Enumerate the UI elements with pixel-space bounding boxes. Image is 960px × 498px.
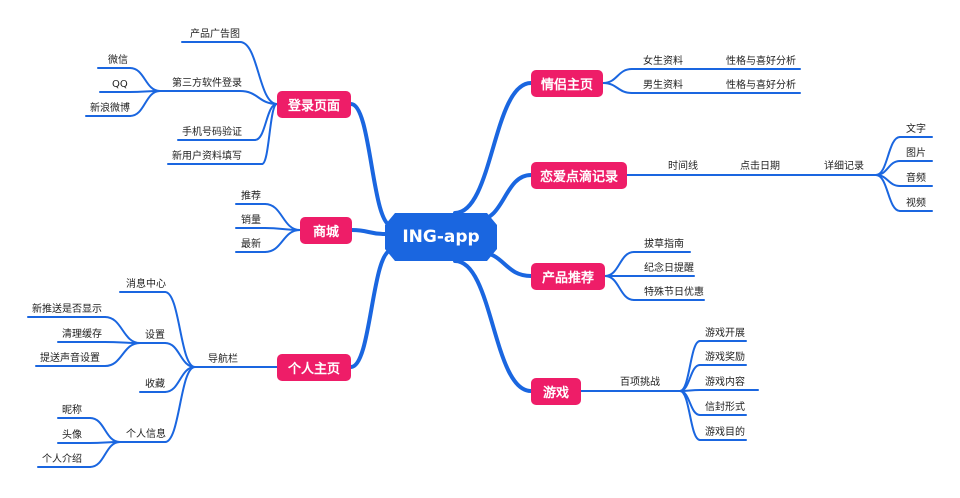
node-game-content[interactable]: 游戏内容 — [705, 377, 745, 388]
node-nickname[interactable]: 昵称 — [62, 405, 82, 416]
node-hundred-challenges[interactable]: 百项挑战 — [620, 377, 660, 388]
node-anniversary-reminder[interactable]: 纪念日提醒 — [644, 263, 694, 274]
node-weibo[interactable]: 新浪微博 — [90, 103, 130, 114]
node-envelope-form[interactable]: 信封形式 — [705, 402, 745, 413]
node-avatar[interactable]: 头像 — [62, 430, 82, 441]
node-game-reward[interactable]: 游戏奖励 — [705, 352, 745, 363]
node-push-display[interactable]: 新推送是否显示 — [32, 304, 102, 315]
node-image[interactable]: 图片 — [906, 148, 926, 159]
node-shop-recommend[interactable]: 推荐 — [241, 191, 261, 202]
topic-love-record[interactable]: 恋爱点滴记录 — [531, 162, 627, 189]
connector — [89, 417, 121, 443]
node-wechat[interactable]: 微信 — [108, 55, 128, 66]
topic-game[interactable]: 游戏 — [531, 378, 581, 405]
node-holiday-offer[interactable]: 特殊节日优惠 — [644, 287, 704, 298]
topic-product-recommend[interactable]: 产品推荐 — [531, 263, 605, 290]
node-qq[interactable]: QQ — [112, 79, 128, 90]
node-settings[interactable]: 设置 — [145, 330, 165, 341]
connector — [164, 291, 196, 368]
topic-shop[interactable]: 商城 — [300, 217, 352, 244]
node-analysis-male[interactable]: 性格与喜好分析 — [726, 80, 796, 91]
node-shop-sales[interactable]: 销量 — [241, 215, 261, 226]
topic-couple-page[interactable]: 情侣主页 — [531, 70, 603, 97]
node-timeline[interactable]: 时间线 — [668, 161, 698, 172]
node-third-party-login[interactable]: 第三方软件登录 — [172, 78, 242, 89]
connector — [604, 275, 635, 301]
connector — [164, 366, 196, 443]
node-text[interactable]: 文字 — [906, 124, 926, 135]
node-new-user-info[interactable]: 新用户资料填写 — [172, 151, 242, 162]
node-female-profile[interactable]: 女生资料 — [643, 56, 683, 67]
connector — [875, 174, 901, 212]
node-phone-verify[interactable]: 手机号码验证 — [182, 127, 242, 138]
node-game-purpose[interactable]: 游戏目的 — [705, 427, 745, 438]
connector — [350, 228, 387, 236]
connector — [129, 67, 161, 92]
connector — [264, 203, 301, 231]
connector — [261, 103, 278, 165]
node-game-start[interactable]: 游戏开展 — [705, 328, 745, 339]
connector — [349, 102, 394, 228]
topic-login-page[interactable]: 登录页面 — [277, 91, 351, 118]
connector — [239, 41, 278, 105]
connector — [453, 81, 533, 215]
connector — [104, 342, 141, 367]
node-sound-settings[interactable]: 提送声音设置 — [40, 353, 100, 364]
node-video[interactable]: 视频 — [906, 198, 926, 209]
connector — [679, 390, 701, 441]
connector — [349, 248, 394, 369]
connector — [602, 68, 633, 84]
connector — [453, 259, 533, 393]
connector — [89, 441, 121, 468]
node-message-center[interactable]: 消息中心 — [126, 279, 166, 290]
node-buying-guide[interactable]: 拔草指南 — [644, 239, 684, 250]
node-analysis-female[interactable]: 性格与喜好分析 — [726, 56, 796, 67]
connector — [104, 316, 141, 344]
connector — [604, 251, 635, 277]
node-product-ad[interactable]: 产品广告图 — [190, 29, 240, 40]
node-male-profile[interactable]: 男生资料 — [643, 80, 683, 91]
topic-personal-page[interactable]: 个人主页 — [277, 354, 351, 381]
node-personal-info[interactable]: 个人信息 — [126, 429, 166, 440]
connector — [239, 90, 278, 105]
node-audio[interactable]: 音频 — [906, 173, 926, 184]
root-node-shape — [385, 213, 497, 261]
node-intro[interactable]: 个人介绍 — [42, 454, 82, 465]
connector — [164, 342, 196, 368]
connector — [264, 229, 301, 253]
node-shop-newest[interactable]: 最新 — [241, 239, 261, 250]
node-detailed-record[interactable]: 详细记录 — [824, 161, 864, 172]
root-node[interactable]: ING-app — [402, 227, 480, 247]
node-navbar[interactable]: 导航栏 — [208, 354, 238, 365]
node-click-date[interactable]: 点击日期 — [740, 161, 780, 172]
connector — [602, 82, 633, 94]
connector — [129, 90, 161, 117]
node-clear-cache[interactable]: 清理缓存 — [62, 329, 102, 340]
node-favorites[interactable]: 收藏 — [145, 379, 165, 390]
